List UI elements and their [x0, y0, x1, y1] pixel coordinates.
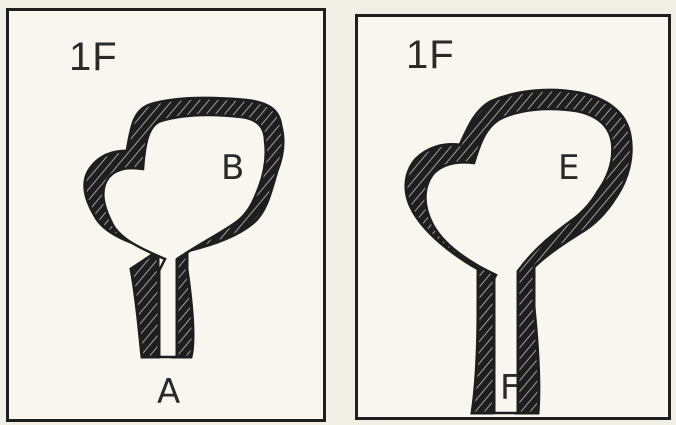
room-marker: E — [558, 148, 579, 188]
entrance-marker: F — [500, 368, 520, 408]
cave-map: E F — [358, 17, 668, 417]
entrance-marker: A — [157, 372, 180, 412]
map-panel-left: 1F B A — [6, 8, 326, 422]
cave-map: B A — [9, 11, 323, 419]
room-marker: B — [221, 148, 244, 188]
map-panel-right: 1F E F — [355, 14, 671, 420]
